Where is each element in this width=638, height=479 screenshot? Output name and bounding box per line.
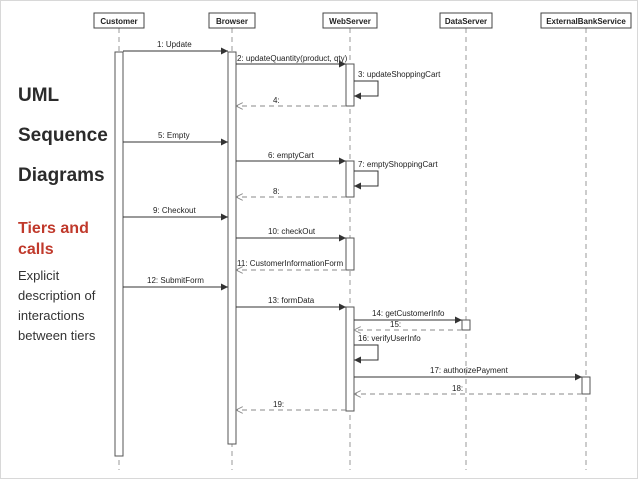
message-label-3: 3: updateShoppingCart [358,70,441,79]
message-label-2: 2: updateQuantity(product, qty) [237,54,348,63]
message-13: 13: formData [236,296,346,311]
participant-label-customer: Customer [100,17,137,26]
message-label-15: 15: [390,320,401,329]
message-label-18: 18: [452,384,463,393]
message-label-12: 12: SubmitForm [147,276,204,285]
message-label-11: 11: CustomerInformationForm [237,259,343,268]
activation-dataserver [461,319,471,331]
message-8: 8: [236,187,346,197]
message-14: 14: getCustomerInfo [354,309,462,324]
message-2: 2: updateQuantity(product, qty) [236,54,348,68]
activation-webserver-4 [345,306,355,412]
message-3: 3: updateShoppingCart [354,70,441,100]
description-line-4: between tiers [18,328,96,343]
message-17: 17: authorizePayment [354,366,582,381]
participant-webserver: WebServer [322,12,378,29]
message-label-9: 9: Checkout [153,206,196,215]
message-12: 12: SubmitForm [123,276,228,291]
description-line-3: interactions [18,308,85,323]
title-line-1: UML [18,85,60,106]
participant-externalbankservice: ExternalBankService [540,12,632,29]
message-9: 9: Checkout [123,206,228,221]
message-label-6: 6: emptyCart [268,151,315,160]
section-heading-line-1: Tiers and [18,220,89,237]
activation-externalbankservice [581,376,591,395]
message-label-16: 16: verifyUserInfo [358,334,421,343]
section-heading-line-2: calls [18,241,54,258]
section-heading: Tiers and calls [18,218,118,260]
message-18: 18: [354,384,582,394]
activation-webserver-3 [345,237,355,271]
message-19: 19: [236,400,346,410]
description-line-1: Explicit [18,268,60,283]
message-label-7: 7: emptyShoppingCart [358,160,438,169]
message-label-17: 17: authorizePayment [430,366,509,375]
message-label-1: 1: Update [157,40,192,49]
description: Explicit description of interactions bet… [18,266,118,346]
activation-browser [227,51,237,445]
message-7: 7: emptyShoppingCart [354,160,438,190]
activation-webserver-2 [345,160,355,198]
message-label-8: 8: [273,187,280,196]
message-label-14: 14: getCustomerInfo [372,309,445,318]
title-line-2: Sequence [18,125,108,146]
participant-browser: Browser [208,12,256,29]
participant-label-webserver: WebServer [329,17,371,26]
message-label-5: 5: Empty [158,131,190,140]
message-16: 16: verifyUserInfo [354,334,421,364]
participant-label-browser: Browser [216,17,248,26]
message-1: 1: Update [123,40,228,55]
message-label-4: 4: [273,96,280,105]
participant-dataserver: DataServer [439,12,493,29]
activation-webserver-1 [345,63,355,107]
message-label-13: 13: formData [268,296,315,305]
sidebar-text: UML Sequence Diagrams Tiers and calls Ex… [18,76,118,346]
message-5: 5: Empty [123,131,228,146]
message-10: 10: checkOut [236,227,346,242]
participant-label-externalbankservice: ExternalBankService [546,17,626,26]
message-11: 11: CustomerInformationForm [236,259,346,270]
title-line-3: Diagrams [18,165,105,186]
message-label-19: 19: [273,400,284,409]
activation-customer [114,51,124,457]
message-4: 4: [236,96,346,106]
description-line-2: description of [18,288,96,303]
message-6: 6: emptyCart [236,151,346,165]
message-label-10: 10: checkOut [268,227,316,236]
participant-customer: Customer [93,12,145,29]
message-15: 15: [354,320,462,330]
participant-label-dataserver: DataServer [445,17,487,26]
